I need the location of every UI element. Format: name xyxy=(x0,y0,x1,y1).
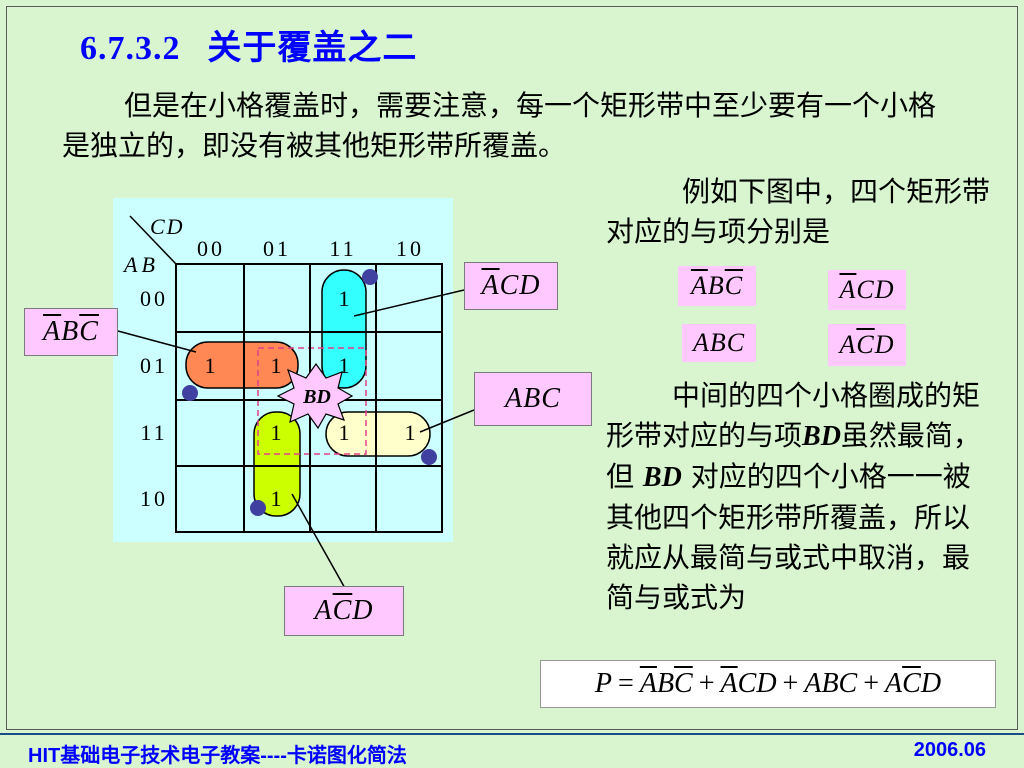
footer-date: 2006.06 xyxy=(913,739,986,761)
explanation-paragraph: 中间的四个小格圈成的矩形带对应的与项BD虽然最简，但 BD 对应的四个小格一一被… xyxy=(606,376,996,618)
kmap-cell: 1 xyxy=(339,420,350,445)
kmap-cell: 1 xyxy=(339,286,350,311)
term-letter: C xyxy=(856,330,875,359)
band-abc xyxy=(325,411,431,457)
explanation-text: 虽然最简，但 xyxy=(606,419,981,493)
kmap-col-header: 01 xyxy=(263,236,291,261)
kmap-row-header: 10 xyxy=(140,486,168,511)
kmap-cell: 1 xyxy=(205,353,216,378)
callout-pointer xyxy=(353,289,465,317)
kmap-row-header: 11 xyxy=(140,420,167,445)
callout-abc: ABC xyxy=(474,372,592,426)
kmap-col-header: 00 xyxy=(197,236,225,261)
kmap-col-header: 10 xyxy=(396,236,424,261)
corner-dot xyxy=(362,269,378,285)
page-title: 6.7.3.2 关于覆盖之二 xyxy=(80,20,417,69)
title-number: 6.7.3.2 xyxy=(80,30,181,67)
band-a-bar-b-c-bar xyxy=(185,341,299,389)
term-abc: ABC xyxy=(682,324,756,362)
kmap-cell: 1 xyxy=(339,353,350,378)
term-letter: C xyxy=(724,271,744,300)
example-paragraph: 例如下图中，四个矩形带对应的与项分别是 xyxy=(606,175,991,248)
formula-letter: B xyxy=(656,668,675,699)
formula-equals: = xyxy=(618,668,634,699)
callout-pointer xyxy=(291,493,347,591)
formula-letter: A xyxy=(885,668,903,699)
formula-plus: + xyxy=(782,668,799,699)
footer-divider xyxy=(0,733,1024,735)
intro-paragraph: 但是在小格覆盖时，需要注意，每一个矩形带中至少要有一个小格是独立的，即没有被其他… xyxy=(62,89,937,162)
explanation-text: 中间的四个小格圈成的矩形带对应的与项 xyxy=(606,379,981,452)
callout-letter: A xyxy=(314,595,333,626)
callout-pointer xyxy=(419,409,475,433)
formula-plus: + xyxy=(863,668,880,699)
callout-letters: ABC xyxy=(505,383,561,414)
band-a-bar-cd xyxy=(321,269,367,389)
kmap-cell: 1 xyxy=(271,420,282,445)
explanation-bd: BD xyxy=(802,421,841,452)
term-letter: A xyxy=(690,271,708,300)
formula-letters: CD xyxy=(737,668,777,699)
explanation-bd: BD xyxy=(642,462,682,493)
kmap-cell: 1 xyxy=(271,353,282,378)
formula-letters: ABC xyxy=(804,668,858,699)
callout-letter: A xyxy=(481,270,500,301)
bd-label: BD xyxy=(302,386,331,408)
corner-dot xyxy=(250,500,266,516)
callout-pointer xyxy=(117,330,197,353)
callout-letter: C xyxy=(332,595,353,626)
formula-letter: C xyxy=(902,668,921,699)
kmap-cell: 1 xyxy=(405,420,416,445)
callout-letter: C xyxy=(79,316,99,347)
title-text: 关于覆盖之二 xyxy=(207,28,418,68)
kmap-col-var: CD xyxy=(150,214,185,239)
formula-plus: + xyxy=(698,668,715,699)
footer-course-title: HIT基础电子技术电子教案----卡诺图化简法 xyxy=(28,745,407,767)
kmap-row-var: AB xyxy=(122,252,159,277)
kmap-row-header: 00 xyxy=(140,286,168,311)
formula-letter: C xyxy=(674,668,693,699)
term-letter: B xyxy=(707,271,725,300)
kmap-cell: 1 xyxy=(271,486,282,511)
kmap-diagonal xyxy=(129,215,177,265)
formula-letter: A xyxy=(639,668,657,699)
formula-lhs: P xyxy=(594,668,613,699)
formula-letter: A xyxy=(720,668,738,699)
kmap-row-header: 01 xyxy=(140,353,168,378)
term-letters: ABC xyxy=(692,328,746,357)
kmap-col-header: 11 xyxy=(329,236,356,261)
callout-letters: CD xyxy=(499,270,541,301)
callout-letter: B xyxy=(61,316,80,347)
formula-letter: D xyxy=(920,668,942,699)
band-a-c-bar-d xyxy=(253,411,301,517)
bd-star xyxy=(276,362,354,430)
callout-letter: A xyxy=(43,316,62,347)
term-letter: D xyxy=(874,330,895,359)
callout-letter: D xyxy=(352,595,374,626)
term-letter: A xyxy=(839,275,857,304)
explanation-text: 对应的四个小格一一被其他四个矩形带所覆盖，所以就应从最简与或式中取消，最简与或式… xyxy=(606,460,971,614)
term-letter: A xyxy=(839,330,857,359)
corner-dot xyxy=(182,385,198,401)
term-letters: CD xyxy=(856,275,895,304)
corner-dot xyxy=(421,449,437,465)
